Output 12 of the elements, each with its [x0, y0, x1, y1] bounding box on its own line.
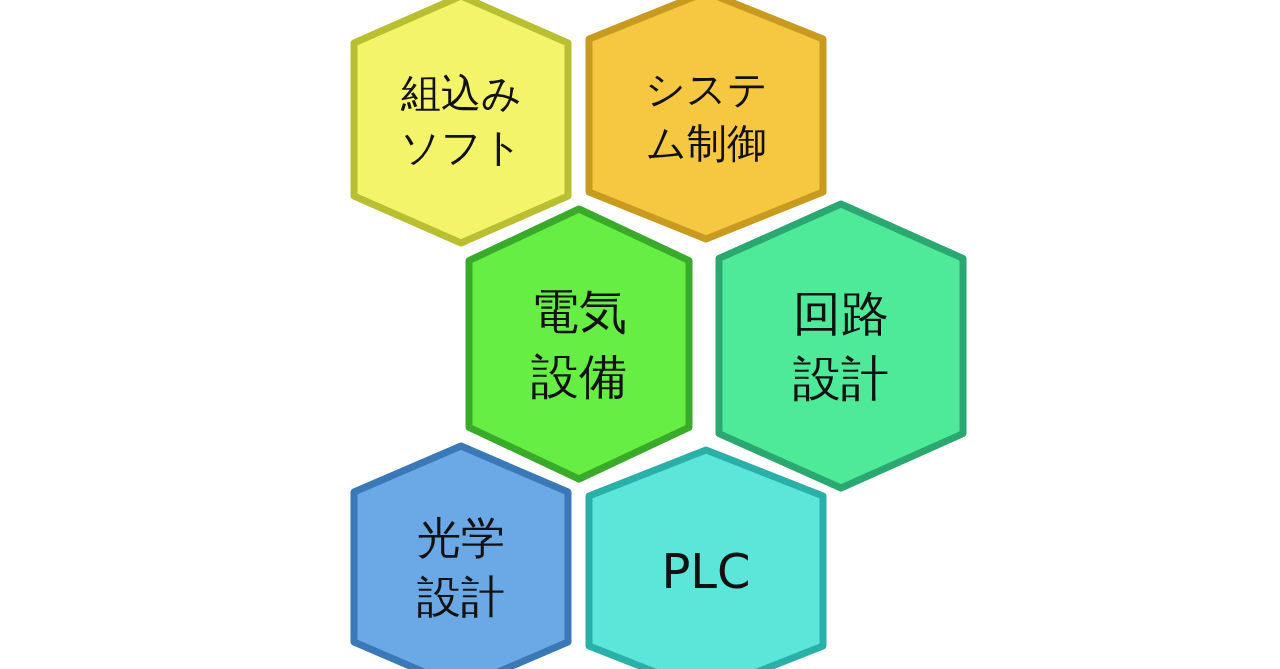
hexagon-tile — [350, 0, 572, 247]
hexagon-tile — [715, 200, 967, 492]
hexagon-tile — [350, 442, 572, 669]
tile-label: システム制御 — [643, 64, 769, 168]
hexagon-tile — [585, 446, 827, 669]
hexagon-tile — [585, 0, 827, 243]
tile-label: 組込みソフト — [398, 68, 524, 172]
tile-label: 電気設備 — [530, 282, 628, 406]
tile-label: PLC — [660, 541, 752, 601]
tile-label: 光学設計 — [416, 510, 506, 624]
tile-label: 回路設計 — [792, 284, 890, 408]
hexagon-tile — [465, 205, 693, 483]
